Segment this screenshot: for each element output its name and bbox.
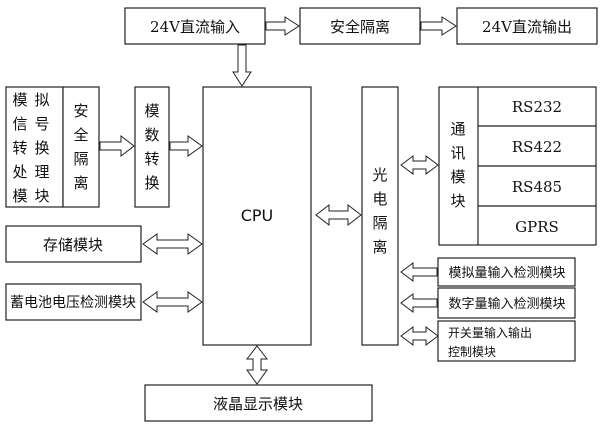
safety-isolation-top-box [299, 7, 421, 45]
arrow-switch-io-opto [400, 326, 439, 346]
dc-output-box [456, 7, 598, 45]
svg-text:通: 通 [450, 120, 465, 138]
arrow-analog-detect-to-opto [400, 262, 438, 282]
dc-input-label: 24V直流输入 [150, 18, 240, 36]
arrow-opto-comm [400, 155, 439, 175]
dc-input-box [124, 7, 266, 45]
switch-io-label-line1: 开关量输入输出 [448, 325, 532, 340]
digital-input-detect-label: 数字量输入检测模块 [448, 296, 565, 312]
safety-isolation-top-label: 安全隔离 [330, 18, 390, 36]
svg-text:模: 模 [450, 168, 465, 186]
ad-convert-box [134, 86, 170, 208]
ad-convert-label: 模 数 转 换 [144, 102, 159, 192]
svg-text:换: 换 [34, 139, 49, 157]
svg-text:转: 转 [144, 150, 159, 168]
comm-port-rs422: RS422 [512, 138, 562, 156]
arrow-digital-detect-to-opto [400, 293, 438, 313]
svg-text:块: 块 [34, 187, 49, 205]
svg-text:处: 处 [12, 163, 27, 181]
comm-port-gprs: GPRS [515, 218, 559, 236]
svg-text:离: 离 [73, 174, 88, 192]
arrow-isolation-to-output [420, 16, 457, 36]
analog-input-detect-label: 模拟量输入检测模块 [448, 265, 565, 281]
switch-io-label-line2: 控制模块 [448, 345, 496, 359]
svg-text:理: 理 [34, 163, 49, 181]
svg-text:数: 数 [144, 126, 159, 144]
svg-text:隔: 隔 [372, 214, 387, 232]
arrow-cpu-opto [315, 203, 362, 227]
svg-text:安: 安 [73, 102, 88, 120]
arrow-isolation-to-ad [99, 134, 135, 158]
comm-port-rs485: RS485 [512, 178, 562, 196]
cpu-label: CPU [241, 206, 274, 225]
comm-port-rs232: RS232 [512, 98, 562, 116]
lcd-label: 液晶显示模块 [213, 395, 303, 413]
svg-text:光: 光 [372, 166, 387, 184]
storage-label: 存储模块 [43, 236, 103, 254]
storage-box [5, 225, 142, 263]
analog-module-box [5, 86, 64, 208]
svg-text:模: 模 [12, 91, 27, 109]
analog-input-detect-box [437, 257, 576, 287]
svg-text:信: 信 [12, 115, 27, 133]
dc-output-label: 24V直流输出 [482, 18, 572, 36]
switch-io-box [437, 320, 576, 362]
svg-text:号: 号 [34, 115, 49, 133]
arrow-storage-cpu [142, 233, 203, 255]
opto-isolation-label: 光 电 隔 离 [372, 166, 387, 256]
battery-detect-label: 蓄电池电压检测模块 [10, 295, 136, 311]
svg-text:离: 离 [372, 238, 387, 256]
opto-isolation-box [361, 86, 399, 346]
digital-input-detect-box [437, 287, 576, 319]
svg-text:隔: 隔 [73, 150, 88, 168]
safety-isolation-left-label: 安 全 隔 离 [73, 102, 88, 192]
cpu-box [202, 86, 312, 346]
analog-module-label: 模 拟 信 号 转 换 处 理 模 块 [12, 91, 49, 205]
arrow-cpu-lcd [245, 345, 269, 385]
svg-text:拟: 拟 [34, 91, 49, 109]
arrow-input-to-cpu [232, 44, 252, 87]
svg-text:电: 电 [372, 190, 387, 208]
svg-text:转: 转 [12, 139, 27, 157]
svg-text:讯: 讯 [450, 144, 465, 162]
svg-text:块: 块 [450, 192, 465, 210]
arrow-battery-cpu [142, 291, 203, 313]
comm-module-label: 通 讯 模 块 [450, 120, 465, 210]
arrow-ad-to-cpu [169, 135, 203, 157]
safety-isolation-left-box [62, 86, 100, 208]
svg-text:换: 换 [144, 174, 159, 192]
svg-text:全: 全 [73, 126, 88, 144]
svg-text:模: 模 [144, 102, 159, 120]
lcd-box [144, 384, 373, 422]
arrow-input-to-isolation [265, 16, 300, 36]
svg-text:模: 模 [12, 187, 27, 205]
battery-detect-box [5, 283, 142, 321]
